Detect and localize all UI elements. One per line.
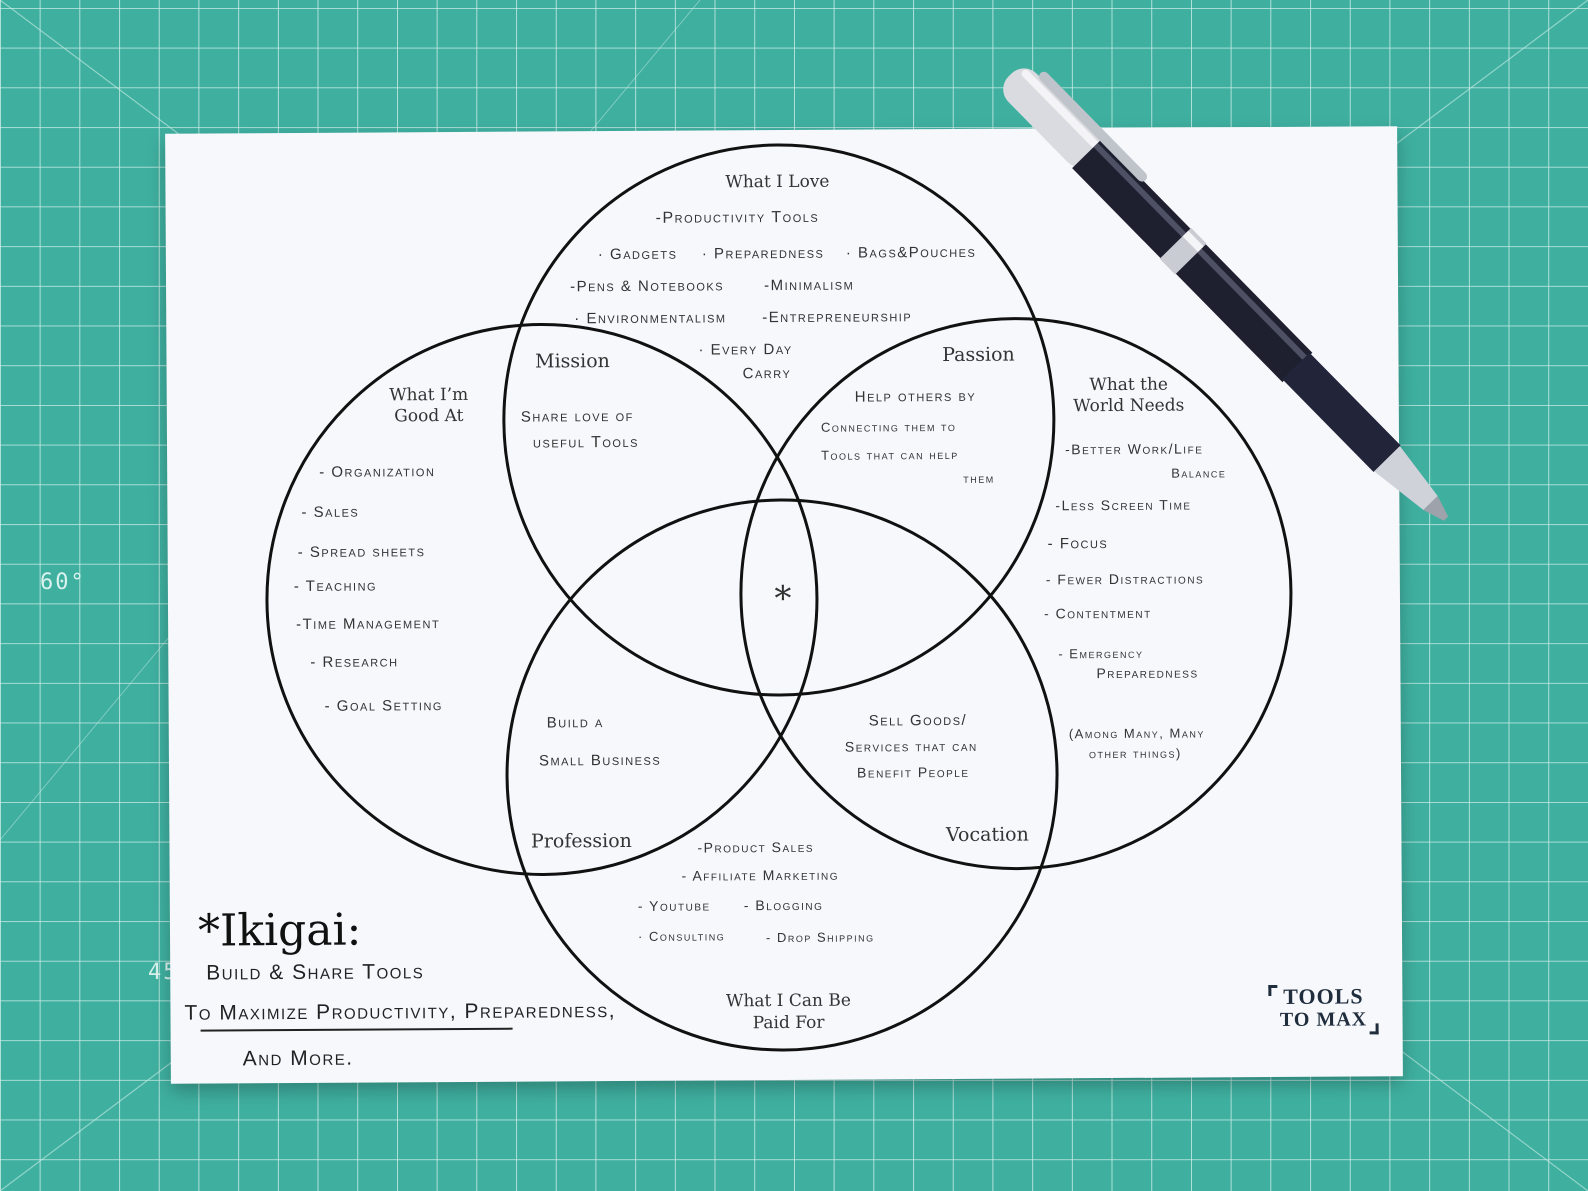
world-needs-note: (Among Many, Many [1069,725,1205,741]
logo-text-bottom: TO MAX [1268,1008,1378,1031]
world-needs-note: - Emergency [1058,646,1143,662]
label-paid-for-line2: Paid For [753,1013,826,1033]
vocation-note: Services that can [845,738,978,755]
good-at-note: - Spread sheets [298,543,426,561]
world-needs-note: Balance [1171,465,1226,480]
world-needs-note: - Fewer Distractions [1046,570,1204,587]
mission-note: Share love of [521,408,634,426]
ikigai-worksheet: What I Love What I’m Good At What the Wo… [165,126,1403,1084]
ikigai-statement-line: And More. [185,1037,625,1080]
mat-angle-label-60: 60° [40,570,86,595]
vocation-note: Sell Goods/ [869,712,968,730]
label-center-ikigai: * [774,579,791,619]
world-needs-note: - Contentment [1044,605,1152,622]
circle-good-at [265,323,818,876]
world-needs-note: Preparedness [1096,664,1198,681]
label-world-needs-line1: What the [1089,375,1168,395]
good-at-note: - Organization [319,463,435,481]
paid-for-note: -Product Sales [697,839,814,856]
passion-note: them [963,471,995,486]
paid-for-note: - Drop Shipping [766,929,875,945]
good-at-note: -Time Management [296,615,440,633]
love-note: · Preparedness [702,245,825,263]
world-needs-note: -Less Screen Time [1055,497,1191,514]
ikigai-statement-line: To Maximize Productivity, Preparedness, [184,991,624,1034]
label-profession: Profession [531,830,632,853]
passion-note: Tools that can help [821,447,959,463]
love-note: · Every Day [698,341,792,359]
mission-note: useful Tools [533,434,639,452]
ikigai-statement-line: Build & Share Tools [184,951,624,994]
logo-bracket-left [1268,985,1277,996]
label-vocation: Vocation [945,824,1029,847]
love-note: -Minimalism [764,277,854,295]
label-good-at-line1: What I’m [389,385,468,405]
label-world-needs-line2: World Needs [1073,396,1184,417]
love-note: · Bags&Pouches [846,244,977,262]
label-paid-for-line1: What I Can Be [726,991,851,1012]
love-note: -Productivity Tools [656,209,820,227]
good-at-note: - Sales [301,504,359,521]
logo-bracket-right [1370,1023,1379,1034]
passion-note: Connecting them to [821,419,957,435]
love-note: Carry [743,365,792,382]
paid-for-note: - Blogging [744,897,824,913]
world-needs-note: other things) [1089,746,1182,762]
label-what-i-love: What I Love [725,172,829,193]
paid-for-note: - Youtube [638,897,711,913]
world-needs-note: - Focus [1048,535,1109,552]
passion-note: Help others by [855,388,977,406]
profession-note: Small Business [539,752,661,770]
paid-for-note: - Affiliate Marketing [682,867,839,884]
vocation-note: Benefit People [857,764,970,781]
circle-world-needs [739,317,1292,870]
love-note: · Gadgets [598,246,678,263]
world-needs-note: -Better Work/Life [1065,440,1203,457]
love-note: -Entrepreneurship [762,308,912,326]
good-at-note: - Goal Setting [325,697,443,715]
good-at-note: - Research [310,653,398,671]
label-mission: Mission [535,350,610,372]
label-passion: Passion [942,344,1015,366]
good-at-note: - Teaching [294,577,377,595]
ikigai-statement: Build & Share Tools To Maximize Producti… [184,951,625,1080]
ikigai-title: *Ikigai: [198,905,362,957]
label-good-at-line2: Good At [394,406,463,426]
logo-text-top: TOOLS [1268,984,1378,1009]
love-note: -Pens & Notebooks [570,277,724,295]
tools-to-max-logo: TOOLS TO MAX [1268,984,1378,1035]
profession-note: Build a [547,714,604,731]
love-note: · Environmentalism [574,309,726,327]
paid-for-note: · Consulting [638,928,725,944]
